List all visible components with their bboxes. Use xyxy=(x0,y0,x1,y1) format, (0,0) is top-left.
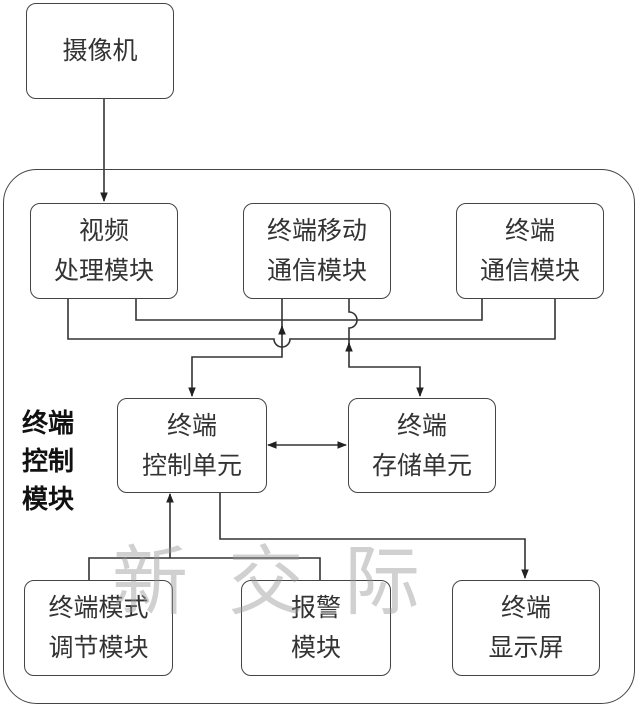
video-processing-module: 视频 处理模块 xyxy=(30,203,178,299)
terminal-communication-module: 终端 通信模块 xyxy=(456,203,604,299)
terminal-control-unit: 终端 控制单元 xyxy=(117,398,267,493)
terminal-storage-unit: 终端 存储单元 xyxy=(348,398,496,493)
wire-bus-upper xyxy=(135,298,483,321)
mobile-communication-module: 终端移动 通信模块 xyxy=(243,203,391,299)
terminal-control-module-label: 终端 控制 模块 xyxy=(22,409,75,515)
wire-modules-control xyxy=(88,494,321,580)
wire-mobile-storage xyxy=(348,298,424,397)
terminal-display-screen: 终端 显示屏 xyxy=(452,580,600,676)
terminal-control-module-container xyxy=(3,169,635,704)
mode-adjust-module: 终端模式 调节模块 xyxy=(24,580,173,676)
camera-box: 摄像机 xyxy=(26,3,174,99)
wire-control-display xyxy=(219,492,529,579)
alarm-module: 报警 模块 xyxy=(241,580,391,676)
